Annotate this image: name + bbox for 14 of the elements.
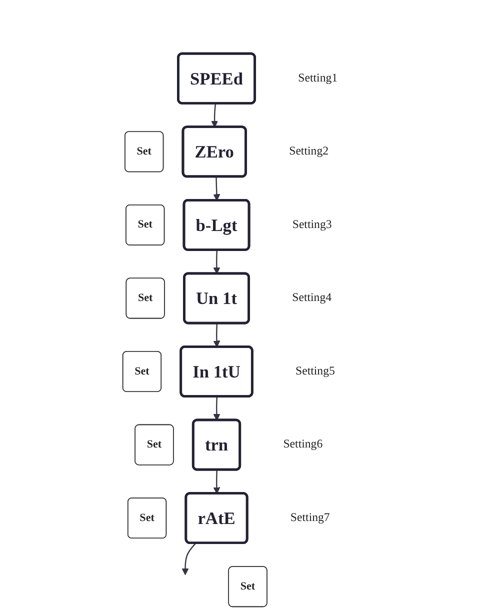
node-label: Setting2 bbox=[289, 145, 329, 158]
node-label: Setting4 bbox=[292, 292, 332, 304]
node-label: Setting1 bbox=[298, 72, 338, 85]
arrow bbox=[213, 250, 220, 274]
arrow bbox=[213, 176, 220, 201]
arrow bbox=[213, 396, 220, 421]
node-label: Setting3 bbox=[292, 218, 332, 232]
node-label: Setting7 bbox=[290, 512, 330, 524]
arrow bbox=[213, 323, 220, 348]
node-label: Setting5 bbox=[296, 365, 335, 378]
node-label: Setting6 bbox=[283, 438, 323, 451]
arrow bbox=[182, 542, 196, 576]
arrow bbox=[211, 104, 218, 128]
arrow bbox=[213, 470, 220, 494]
